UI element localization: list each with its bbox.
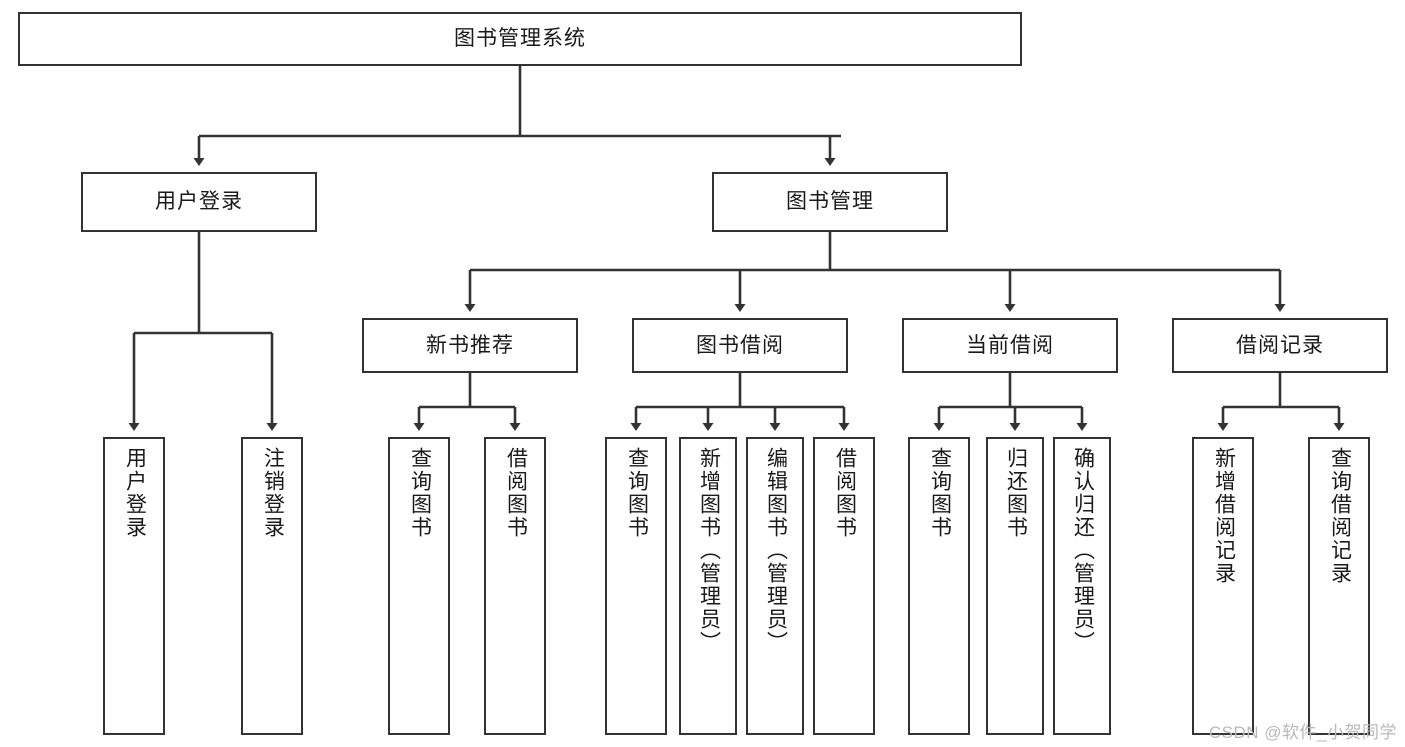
node-leaf-user-login[interactable]: 用户登录: [103, 437, 165, 735]
node-book-manage-label: 图书管理: [786, 190, 874, 214]
node-leaf-query-book-rec-label: 查询图书: [408, 447, 432, 539]
node-leaf-logout-login-label: 注销登录: [261, 447, 285, 539]
node-user-login-label: 用户登录: [155, 190, 243, 214]
node-leaf-return-book-label: 归还图书: [1004, 447, 1028, 539]
node-leaf-confirm-return-admin[interactable]: 确认归还（管理员）: [1053, 437, 1111, 735]
node-leaf-query-book-borrow-label: 查询图书: [625, 447, 649, 539]
node-leaf-return-book[interactable]: 归还图书: [986, 437, 1044, 735]
node-leaf-borrow-book-rec[interactable]: 借阅图书: [484, 437, 546, 735]
node-leaf-add-borrow-record-label: 新增借阅记录: [1212, 447, 1236, 585]
node-borrow-record-label: 借阅记录: [1236, 333, 1324, 357]
node-leaf-add-book-admin[interactable]: 新增图书（管理员）: [679, 437, 737, 735]
node-book-borrow-label: 图书借阅: [696, 333, 784, 357]
node-leaf-query-book-current[interactable]: 查询图书: [908, 437, 970, 735]
node-user-login[interactable]: 用户登录: [81, 172, 317, 232]
node-leaf-borrow-book[interactable]: 借阅图书: [813, 437, 875, 735]
node-leaf-borrow-book-label: 借阅图书: [833, 447, 857, 539]
node-leaf-query-borrow-record[interactable]: 查询借阅记录: [1308, 437, 1370, 735]
node-leaf-edit-book-admin[interactable]: 编辑图书（管理员）: [746, 437, 804, 735]
node-borrow-record[interactable]: 借阅记录: [1172, 318, 1388, 373]
node-leaf-logout-login[interactable]: 注销登录: [241, 437, 303, 735]
watermark: CSDN @软件_小贺同学: [1208, 723, 1397, 742]
node-book-manage[interactable]: 图书管理: [712, 172, 948, 232]
node-leaf-add-book-admin-label: 新增图书（管理员）: [697, 447, 721, 654]
node-current-borrow-label: 当前借阅: [966, 333, 1054, 357]
node-current-borrow[interactable]: 当前借阅: [902, 318, 1118, 373]
node-root[interactable]: 图书管理系统: [18, 12, 1022, 66]
node-new-book-recommend[interactable]: 新书推荐: [362, 318, 578, 373]
node-leaf-user-login-label: 用户登录: [123, 447, 147, 539]
node-root-label: 图书管理系统: [454, 27, 586, 51]
node-leaf-edit-book-admin-label: 编辑图书（管理员）: [764, 447, 788, 654]
node-leaf-query-borrow-record-label: 查询借阅记录: [1328, 447, 1352, 585]
node-leaf-query-book-current-label: 查询图书: [928, 447, 952, 539]
node-leaf-add-borrow-record[interactable]: 新增借阅记录: [1192, 437, 1254, 735]
node-leaf-confirm-return-admin-label: 确认归还（管理员）: [1071, 447, 1095, 654]
node-leaf-query-book-rec[interactable]: 查询图书: [388, 437, 450, 735]
node-leaf-query-book-borrow[interactable]: 查询图书: [605, 437, 667, 735]
node-new-book-recommend-label: 新书推荐: [426, 333, 514, 357]
node-book-borrow[interactable]: 图书借阅: [632, 318, 848, 373]
node-leaf-borrow-book-rec-label: 借阅图书: [504, 447, 528, 539]
